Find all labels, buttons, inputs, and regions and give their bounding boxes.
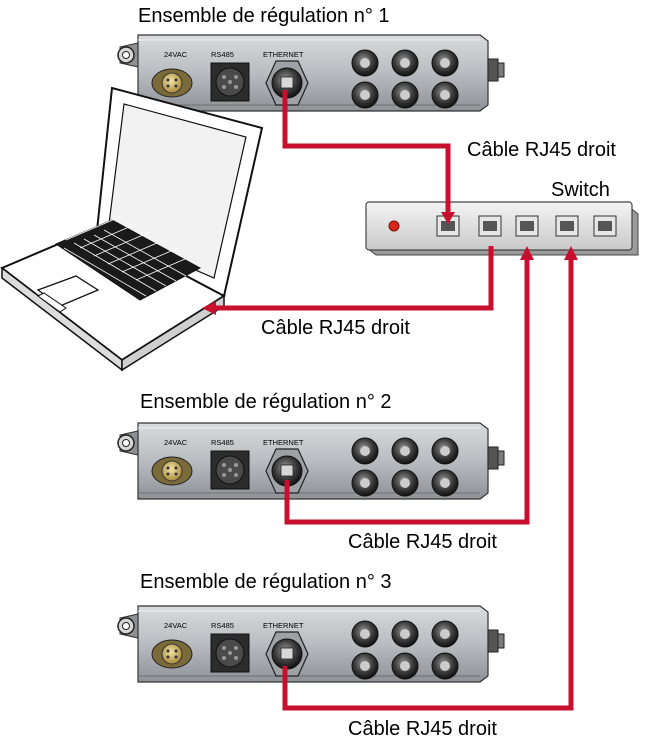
rj45-port-icon	[555, 215, 579, 237]
cable-2-label: Câble RJ45 droit	[261, 317, 410, 339]
arrow-up-icon	[520, 246, 534, 260]
ethernet-switch-icon	[365, 201, 639, 256]
arrow-up-icon	[564, 246, 578, 260]
unit-2-port-24vac: 24VAC	[164, 438, 188, 447]
rj45-port-icon	[593, 215, 617, 237]
controller-unit-icon	[117, 422, 505, 500]
cable-1-label: Câble RJ45 droit	[467, 139, 616, 161]
controller-unit-icon	[117, 34, 505, 112]
cable-2	[202, 246, 494, 315]
unit-3-port-rs485: RS485	[211, 621, 234, 630]
rj45-port-icon	[515, 215, 539, 237]
unit-3-port-ethernet: ETHERNET	[263, 621, 304, 630]
controller-unit-icon	[117, 605, 505, 683]
switch-label: Switch	[551, 179, 610, 201]
cable-4-label: Câble RJ45 droit	[348, 718, 497, 740]
unit-1-title: Ensemble de régulation n° 1	[138, 5, 390, 27]
unit-2-port-ethernet: ETHERNET	[263, 438, 304, 447]
switch-led-icon	[388, 220, 400, 232]
controller-unit-3: 24VAC RS485 ETHERNET	[117, 605, 505, 683]
cable-4	[282, 246, 578, 711]
controller-unit-2: 24VAC RS485 ETHERNET	[117, 422, 505, 500]
unit-1-port-rs485: RS485	[211, 50, 234, 59]
arrow-down-icon	[441, 212, 455, 224]
cable-1	[282, 90, 455, 224]
unit-3-port-24vac: 24VAC	[164, 621, 188, 630]
unit-2-title: Ensemble de régulation n° 2	[140, 391, 392, 413]
cable-3-label: Câble RJ45 droit	[348, 531, 497, 553]
rj45-port-icon	[478, 215, 502, 237]
laptop-icon	[0, 86, 264, 372]
arrow-left-icon	[202, 301, 216, 315]
unit-3-title: Ensemble de régulation n° 3	[140, 571, 392, 593]
unit-1-port-ethernet: ETHERNET	[263, 50, 304, 59]
unit-1-port-24vac: 24VAC	[164, 50, 188, 59]
controller-unit-1: 24VAC RS485 ETHERNET	[117, 34, 505, 112]
unit-2-port-rs485: RS485	[211, 438, 234, 447]
cable-3	[284, 246, 534, 525]
